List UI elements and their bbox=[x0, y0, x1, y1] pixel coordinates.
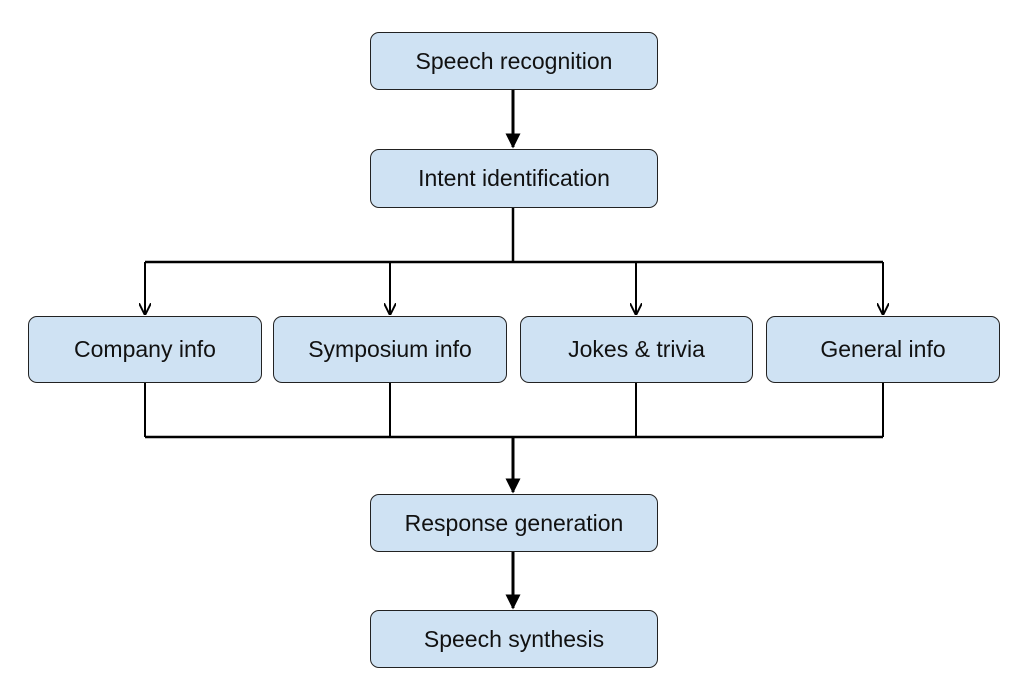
node-label: Speech recognition bbox=[415, 47, 613, 74]
node-company-info: Company info bbox=[28, 316, 262, 383]
node-speech-recognition: Speech recognition bbox=[370, 32, 658, 90]
node-label: Speech synthesis bbox=[423, 625, 605, 652]
node-label: Response generation bbox=[404, 509, 624, 536]
node-label: Jokes & trivia bbox=[568, 336, 705, 362]
node-intent-identification: Intent identification bbox=[370, 149, 658, 208]
node-response-generation: Response generation bbox=[370, 494, 658, 552]
node-label: Symposium info bbox=[308, 336, 472, 362]
node-speech-synthesis: Speech synthesis bbox=[370, 610, 658, 668]
node-label: Company info bbox=[74, 336, 216, 362]
node-symposium-info: Symposium info bbox=[273, 316, 507, 383]
node-jokes-trivia: Jokes & trivia bbox=[520, 316, 753, 383]
node-label: Intent identification bbox=[418, 165, 610, 191]
node-general-info: General info bbox=[766, 316, 1000, 383]
node-label: General info bbox=[820, 336, 946, 362]
